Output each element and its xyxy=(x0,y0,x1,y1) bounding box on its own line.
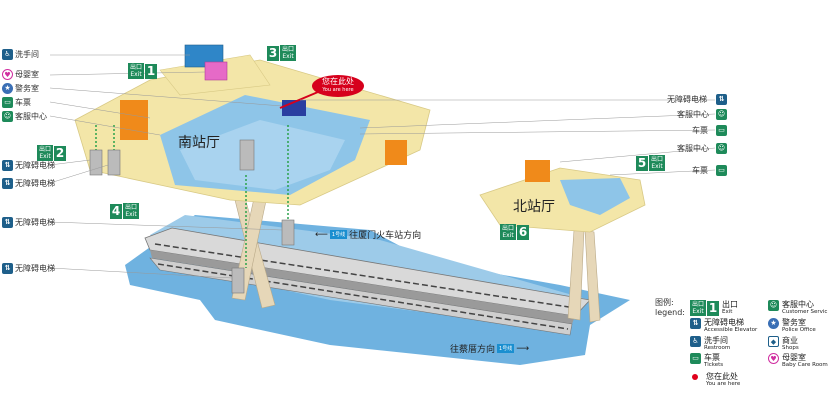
baby-care-icon: ♥ xyxy=(2,69,13,80)
label-tickets: 车票 xyxy=(692,166,708,175)
direction-caicuo: 往蔡厝方向 1号线 ⟶ xyxy=(450,342,530,356)
label-elevator: 无障碍电梯 xyxy=(15,179,55,188)
elevator-block xyxy=(107,149,121,176)
baby-care-icon: ♥ xyxy=(768,353,779,364)
shop-block xyxy=(120,100,148,140)
customer-service-icon: ☺ xyxy=(716,109,727,120)
exit-number: 6 xyxy=(517,224,530,240)
label-elevator: 无障碍电梯 xyxy=(667,95,707,104)
ticket-icon: ▭ xyxy=(716,165,727,176)
you-are-here-marker: 您在此处 You are here xyxy=(312,75,364,97)
arrow-right-icon: ⟶ xyxy=(516,343,530,354)
label-elevator: 无障碍电梯 xyxy=(15,264,55,273)
elevator-block xyxy=(239,139,255,171)
label-restroom: 洗手间 xyxy=(15,50,39,59)
ticket-icon: ▭ xyxy=(690,353,701,364)
restroom-block xyxy=(184,44,224,68)
label-tickets: 车票 xyxy=(15,98,31,107)
label-tickets: 车票 xyxy=(692,126,708,135)
shop-block xyxy=(385,140,407,165)
south-hall-label: 南站厅 xyxy=(178,135,220,151)
shop-icon: ◆ xyxy=(768,336,779,347)
elevator-block xyxy=(281,219,295,246)
police-icon: ★ xyxy=(768,318,779,329)
leader-lines xyxy=(49,54,716,279)
legend-title: 图例:legend: xyxy=(655,298,685,317)
elevator-icon: ⇅ xyxy=(2,178,13,189)
exit-number: 4 xyxy=(110,203,122,219)
label-elevator: 无障碍电梯 xyxy=(15,161,55,170)
restroom-icon: ♿ xyxy=(690,336,701,347)
baby-care-room-block xyxy=(204,61,228,81)
label-customer-service: 客服中心 xyxy=(15,112,47,121)
label-customer-service: 客服中心 xyxy=(677,110,709,119)
police-icon: ★ xyxy=(2,83,13,94)
north-hall-label: 北站厅 xyxy=(513,199,555,215)
customer-service-icon: ☺ xyxy=(768,300,779,311)
exit-number: 5 xyxy=(636,155,648,171)
you-are-here-pointer xyxy=(279,91,319,109)
south-hall-gate-area xyxy=(180,120,345,190)
direction-label: 往蔡厝方向 xyxy=(450,345,496,355)
label-customer-service: 客服中心 xyxy=(677,144,709,153)
ticket-icon: ▭ xyxy=(2,97,13,108)
line-tag: 1号线 xyxy=(497,344,515,353)
ticket-icon: ▭ xyxy=(716,125,727,136)
label-elevator: 无障碍电梯 xyxy=(15,218,55,227)
customer-service-icon: ☺ xyxy=(2,111,13,122)
arrow-left-icon: ⟵ xyxy=(315,229,328,240)
exit-number: 2 xyxy=(54,145,67,161)
restroom-icon: ♿ xyxy=(2,49,13,60)
elevator-icon: ⇅ xyxy=(716,94,727,105)
customer-service-icon: ☺ xyxy=(716,143,727,154)
direction-label: 往厦门火车站方向 xyxy=(349,231,422,241)
elevator-block xyxy=(89,149,103,176)
line-tag: 1号线 xyxy=(329,230,348,239)
direction-xiamen: ⟵ 1号线 往厦门火车站方向 xyxy=(315,228,422,242)
exit-number: 1 xyxy=(145,63,158,79)
elevator-icon: ⇅ xyxy=(690,318,701,329)
elevator-icon: ⇅ xyxy=(2,263,13,274)
shop-block xyxy=(525,160,550,182)
label-baby-care: 母婴室 xyxy=(15,70,39,79)
label-police: 警务室 xyxy=(15,84,39,93)
elevator-block xyxy=(231,267,245,294)
north-hall-paid-area xyxy=(560,178,630,215)
elevator-icon: ⇅ xyxy=(2,217,13,228)
elevator-icon: ⇅ xyxy=(2,160,13,171)
exit-number: 3 xyxy=(267,45,279,61)
you-are-here-dot xyxy=(692,374,698,380)
